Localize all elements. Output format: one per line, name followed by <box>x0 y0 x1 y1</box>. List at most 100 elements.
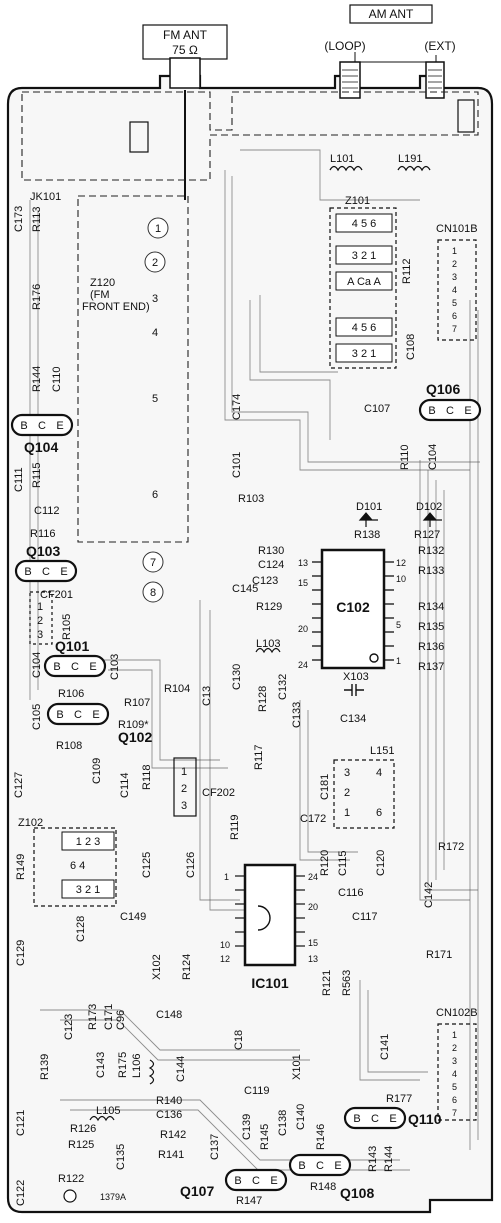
label-c124: C124 <box>258 559 284 571</box>
label-c13: C13 <box>201 686 213 706</box>
z102-row-top <box>61 831 115 851</box>
label-c129: C129 <box>15 940 27 966</box>
label-c148: C148 <box>156 1009 182 1021</box>
l151-pin-3: 3 <box>344 767 350 779</box>
label-r147: R147 <box>236 1195 262 1207</box>
label-r106: R106 <box>58 688 84 700</box>
label-x101: X101 <box>291 1054 303 1080</box>
connector-hatching <box>342 69 442 89</box>
svg-text:1: 1 <box>452 246 457 256</box>
transistor-q108-label: Q108 <box>340 1185 374 1201</box>
svg-text:3: 3 <box>452 272 457 282</box>
z102-row-bottom-label: 3 2 1 <box>76 884 100 896</box>
label-c110: C110 <box>51 367 63 392</box>
label-r120: R120 <box>319 850 331 876</box>
transistor-q108-pins: B C E <box>288 1153 352 1177</box>
label-r149: R149 <box>15 854 27 880</box>
label-c104b: C104 <box>427 444 439 470</box>
label-c137: C137 <box>209 1134 221 1160</box>
label-c101: C101 <box>231 452 243 478</box>
ic-ic101-label: IC101 <box>251 975 289 991</box>
z102-row-mid-label: 6 4 <box>70 860 85 872</box>
cn101b-pins: 1 2 3 4 5 6 7 <box>452 246 457 334</box>
svg-text:C: C <box>74 709 82 721</box>
svg-text:5: 5 <box>452 1082 457 1092</box>
ic-ic101-pin-12: 12 <box>220 954 230 964</box>
l105-coil-icon <box>89 1115 115 1122</box>
l151-label: L151 <box>370 745 394 757</box>
label-c111: C111 <box>13 467 25 492</box>
label-c149: C149 <box>120 911 146 923</box>
am-loop-connector <box>339 61 361 99</box>
transistor-q110-label: Q110 <box>408 1111 442 1127</box>
label-c174: C174 <box>231 394 243 420</box>
z102-row-bottom <box>61 879 115 899</box>
label-c103: C103 <box>109 654 121 680</box>
am-ant-ext-label: (EXT) <box>424 39 455 53</box>
label-r137: R137 <box>418 661 444 673</box>
label-d101: D101 <box>356 501 382 513</box>
svg-text:A Ca A: A Ca A <box>347 276 381 288</box>
l151-outline <box>333 759 395 829</box>
label-c135: C135 <box>115 1144 127 1170</box>
ic-ic101-pin-13: 13 <box>308 954 318 964</box>
label-r121: R121 <box>321 970 333 996</box>
svg-text:2: 2 <box>152 257 158 269</box>
transistor-q102-label: Q102 <box>118 729 152 745</box>
label-r117: R117 <box>253 745 265 770</box>
am-ant-label: AM ANT <box>369 7 414 21</box>
label-c121: C121 <box>15 1110 27 1136</box>
ic-ic101-pin-15: 15 <box>308 938 318 948</box>
ic-c102-pin-15: 15 <box>298 578 308 588</box>
label-r133: R133 <box>418 565 444 577</box>
svg-text:C: C <box>371 1113 379 1125</box>
label-r175: R175 <box>117 1052 129 1078</box>
svg-text:E: E <box>464 405 471 417</box>
svg-text:8: 8 <box>150 587 156 599</box>
label-c127: C127 <box>13 772 25 798</box>
label-r103: R103 <box>238 493 264 505</box>
label-c104: C104 <box>31 652 43 678</box>
svg-text:4 5 6: 4 5 6 <box>352 218 376 230</box>
label-c117: C117 <box>352 911 377 923</box>
ic-c102-pin-13: 13 <box>298 558 308 568</box>
svg-text:B: B <box>53 661 60 673</box>
fm-ant-connector <box>169 57 201 89</box>
svg-text:C: C <box>446 405 454 417</box>
label-r130: R130 <box>258 545 284 557</box>
l101-coil <box>329 165 363 172</box>
label-r142: R142 <box>160 1129 186 1141</box>
board-code: 1379A <box>100 1192 126 1202</box>
svg-text:E: E <box>92 709 99 721</box>
transistor-q107-label: Q107 <box>180 1183 214 1199</box>
label-r118: R118 <box>141 765 153 790</box>
jk101-pad-right <box>457 99 475 133</box>
jk101-outline <box>21 91 479 181</box>
l151-pin-2: 2 <box>344 787 350 799</box>
transistor-q103-label: Q103 <box>26 543 60 559</box>
transistor-q106-pins: B C E <box>418 398 482 422</box>
l191-coil <box>397 165 431 172</box>
cn102b-label: CN102B <box>436 1007 478 1019</box>
transistor-q106-label: Q106 <box>426 381 460 397</box>
transistor-q101-pins: B C E <box>43 654 107 678</box>
ic-c102-pin-20: 20 <box>298 624 308 634</box>
label-r129: R129 <box>256 601 282 613</box>
svg-text:7: 7 <box>452 1108 457 1118</box>
ic-ic101-pin-24: 24 <box>308 872 318 882</box>
label-c144: C144 <box>175 1056 187 1082</box>
cf202-outline <box>173 757 197 817</box>
label-r176: R176 <box>31 284 43 310</box>
label-c122: C122 <box>15 1180 27 1206</box>
transistor-q101-label: Q101 <box>55 638 89 654</box>
l151-pin-1: 1 <box>344 807 350 819</box>
z101-pin-rows: 4 5 6 3 2 1 A Ca A 4 5 6 3 2 1 <box>335 213 393 363</box>
svg-text:E: E <box>270 1175 277 1187</box>
svg-text:C: C <box>252 1175 260 1187</box>
ic-c102-pin-10: 10 <box>396 574 406 584</box>
label-r143: R143 <box>367 1146 379 1172</box>
l151-pin-4: 4 <box>376 767 382 779</box>
d101-diode-icon <box>358 512 378 527</box>
svg-text:3 2 1: 3 2 1 <box>352 348 376 360</box>
